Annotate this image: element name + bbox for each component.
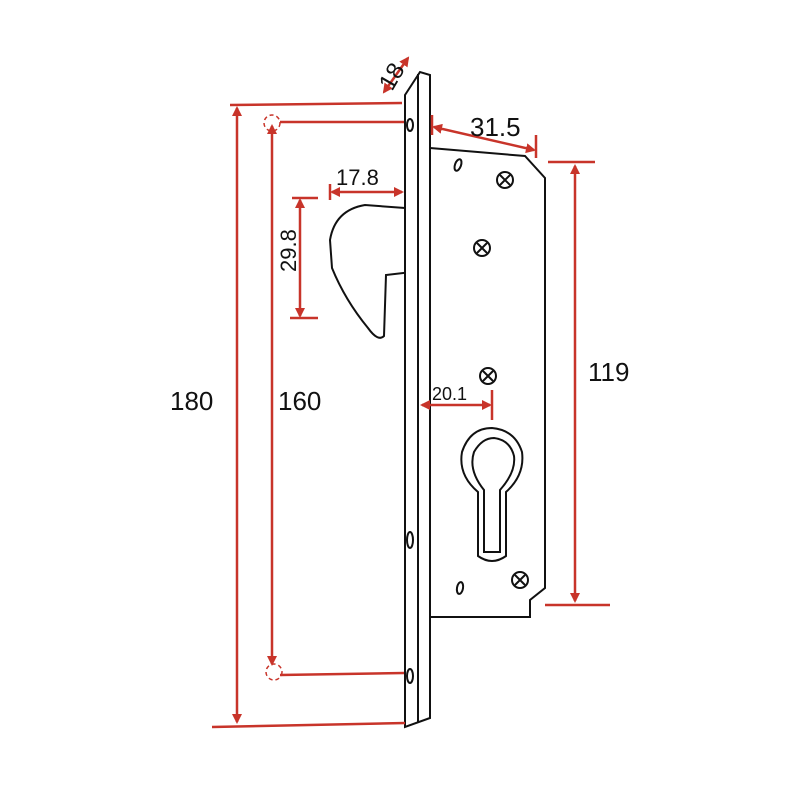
dim-label-180: 180 (170, 386, 213, 416)
dim-label-119: 119 (588, 357, 629, 387)
cylinder-keyhole (460, 426, 524, 562)
faceplate-holes (406, 118, 465, 684)
dim-label-17-8: 17.8 (336, 165, 379, 190)
hook-latch (328, 203, 413, 339)
dim-label-29-8: 29.8 (276, 229, 301, 272)
dimension-lines (211, 56, 610, 729)
dim-label-160: 160 (278, 386, 321, 416)
dim-label-31-5: 31.5 (470, 112, 521, 142)
screw-icons (473, 171, 529, 589)
dim-label-20-1: 20.1 (432, 384, 467, 404)
lock-body (429, 146, 546, 618)
